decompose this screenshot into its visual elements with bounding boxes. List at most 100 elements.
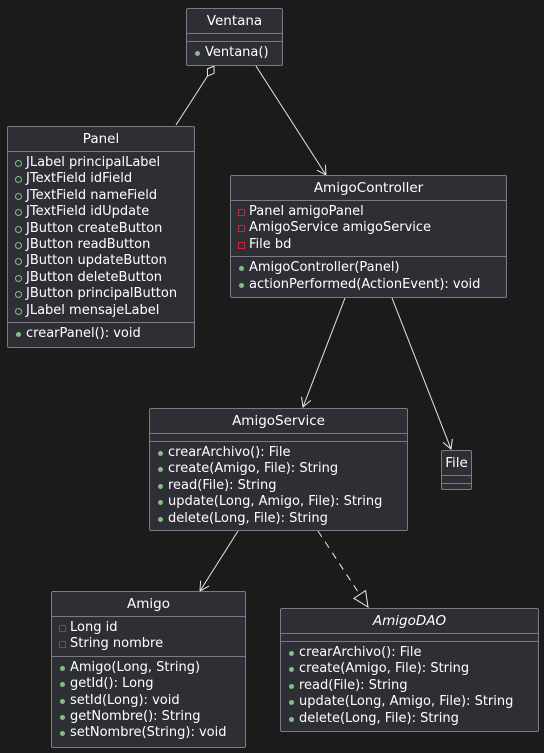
ventana-fields-section bbox=[187, 34, 282, 41]
relation-amigoservice-amigo bbox=[199, 530, 239, 592]
method-text: AmigoController(Panel) bbox=[249, 260, 400, 276]
method-row: setNombre(String): void bbox=[58, 725, 245, 741]
field-text: AmigoService amigoService bbox=[249, 220, 432, 236]
field-row: JTextField idField bbox=[14, 171, 194, 187]
field-row: JButton principalButton bbox=[14, 286, 194, 302]
field-row: String nombre bbox=[58, 636, 245, 652]
method-text: getNombre(): String bbox=[70, 708, 201, 724]
amigo-controller-section-divider bbox=[231, 200, 506, 201]
method-text: update(Long, Amigo, File): String bbox=[168, 494, 383, 510]
amigo-service-section-divider bbox=[150, 433, 407, 434]
relation-amigocontroller-file bbox=[391, 297, 453, 450]
method-text: create(Amigo, File): String bbox=[299, 661, 470, 677]
method-row: getNombre(): String bbox=[58, 709, 245, 725]
amigo-section-divider bbox=[52, 616, 245, 617]
field-text: JButton createButton bbox=[26, 220, 163, 236]
method-row: setId(Long): void bbox=[58, 693, 245, 709]
method-row: getId(): Long bbox=[58, 676, 245, 692]
method-row: crearPanel(): void bbox=[14, 326, 194, 342]
method-row: crearArchivo(): File bbox=[287, 645, 538, 661]
method-row: update(Long, Amigo, File): String bbox=[156, 494, 407, 510]
file-class-name: File bbox=[445, 455, 468, 471]
ventana-section-divider bbox=[187, 33, 282, 34]
method-text: crearPanel(): void bbox=[26, 325, 141, 341]
method-row: Ventana() bbox=[193, 45, 282, 61]
field-row: Long id bbox=[58, 620, 245, 636]
file-fields-section bbox=[442, 476, 471, 483]
field-row: JButton deleteButton bbox=[14, 270, 194, 286]
file-methods-section bbox=[442, 484, 471, 491]
field-text: JLabel mensajeLabel bbox=[26, 302, 160, 318]
amigo-dao-section-divider bbox=[281, 633, 538, 634]
relation-ventana-amigocontroller bbox=[255, 65, 327, 176]
amigo-service-class-name: AmigoService bbox=[232, 413, 325, 429]
method-row: create(Amigo, File): String bbox=[156, 461, 407, 477]
panel-section-divider bbox=[8, 321, 194, 323]
method-row: actionPerformed(ActionEvent): void bbox=[237, 277, 506, 293]
method-text: crearArchivo(): File bbox=[299, 645, 422, 660]
panel-class-name: Panel bbox=[82, 131, 120, 147]
method-text: crearArchivo(): File bbox=[168, 445, 291, 460]
method-text: read(File): String bbox=[168, 477, 277, 493]
method-row: delete(Long, File): String bbox=[156, 511, 407, 527]
field-row: JLabel principalLabel bbox=[14, 155, 194, 171]
amigo-controller-section-divider bbox=[231, 256, 506, 258]
field-row: JButton readButton bbox=[14, 237, 194, 253]
field-text: Panel amigoPanel bbox=[249, 204, 364, 219]
field-row: Panel amigoPanel bbox=[237, 204, 506, 220]
panel-section-divider bbox=[8, 151, 194, 152]
class-file[interactable]: File bbox=[441, 450, 472, 490]
field-text: JButton deleteButton bbox=[26, 269, 163, 285]
method-text: setId(Long): void bbox=[70, 692, 180, 708]
amigo-service-section-divider bbox=[150, 441, 407, 442]
method-text: setNombre(String): void bbox=[70, 725, 227, 741]
method-text: actionPerformed(ActionEvent): void bbox=[249, 276, 481, 292]
method-text: Ventana() bbox=[205, 45, 269, 60]
ventana-section-divider bbox=[187, 41, 282, 42]
method-row: create(Amigo, File): String bbox=[287, 661, 538, 677]
relation-amigoservice-amigodao bbox=[317, 530, 369, 608]
method-row: delete(Long, File): String bbox=[287, 711, 538, 727]
field-text: JButton principalButton bbox=[26, 286, 178, 302]
method-row: AmigoController(Panel) bbox=[237, 260, 506, 276]
method-row: read(File): String bbox=[287, 678, 538, 694]
field-text: JLabel principalLabel bbox=[26, 155, 161, 170]
amigo-section-divider bbox=[52, 655, 245, 657]
method-text: update(Long, Amigo, File): String bbox=[299, 694, 514, 710]
relation-ventana-panel bbox=[175, 65, 215, 126]
field-text: File bd bbox=[249, 236, 292, 252]
file-section-divider bbox=[442, 475, 471, 476]
field-row: JLabel mensajeLabel bbox=[14, 303, 194, 319]
field-text: JButton readButton bbox=[26, 236, 151, 252]
field-text: JButton updateButton bbox=[26, 253, 167, 269]
field-row: JTextField nameField bbox=[14, 188, 194, 204]
amigo-dao-fields-section bbox=[281, 634, 538, 641]
amigo-controller-class-name: AmigoController bbox=[313, 180, 424, 196]
amigo-dao-section-divider bbox=[281, 641, 538, 642]
ventana-methods-section: Ventana() bbox=[187, 42, 282, 64]
ventana-class-name: Ventana bbox=[206, 13, 263, 29]
field-row: File bd bbox=[237, 237, 506, 253]
amigo-dao-class-name: AmigoDAO bbox=[372, 613, 447, 629]
method-text: delete(Long, File): String bbox=[168, 510, 328, 526]
method-text: create(Amigo, File): String bbox=[168, 461, 339, 477]
method-row: Amigo(Long, String) bbox=[58, 660, 245, 676]
field-text: JTextField nameField bbox=[26, 187, 158, 203]
amigo-controller-methods-section: AmigoController(Panel)actionPerformed(Ac… bbox=[231, 257, 506, 296]
method-row: read(File): String bbox=[156, 478, 407, 494]
panel-methods-section: crearPanel(): void bbox=[8, 323, 194, 345]
field-row: JTextField idUpdate bbox=[14, 204, 194, 220]
method-text: read(File): String bbox=[299, 677, 408, 693]
